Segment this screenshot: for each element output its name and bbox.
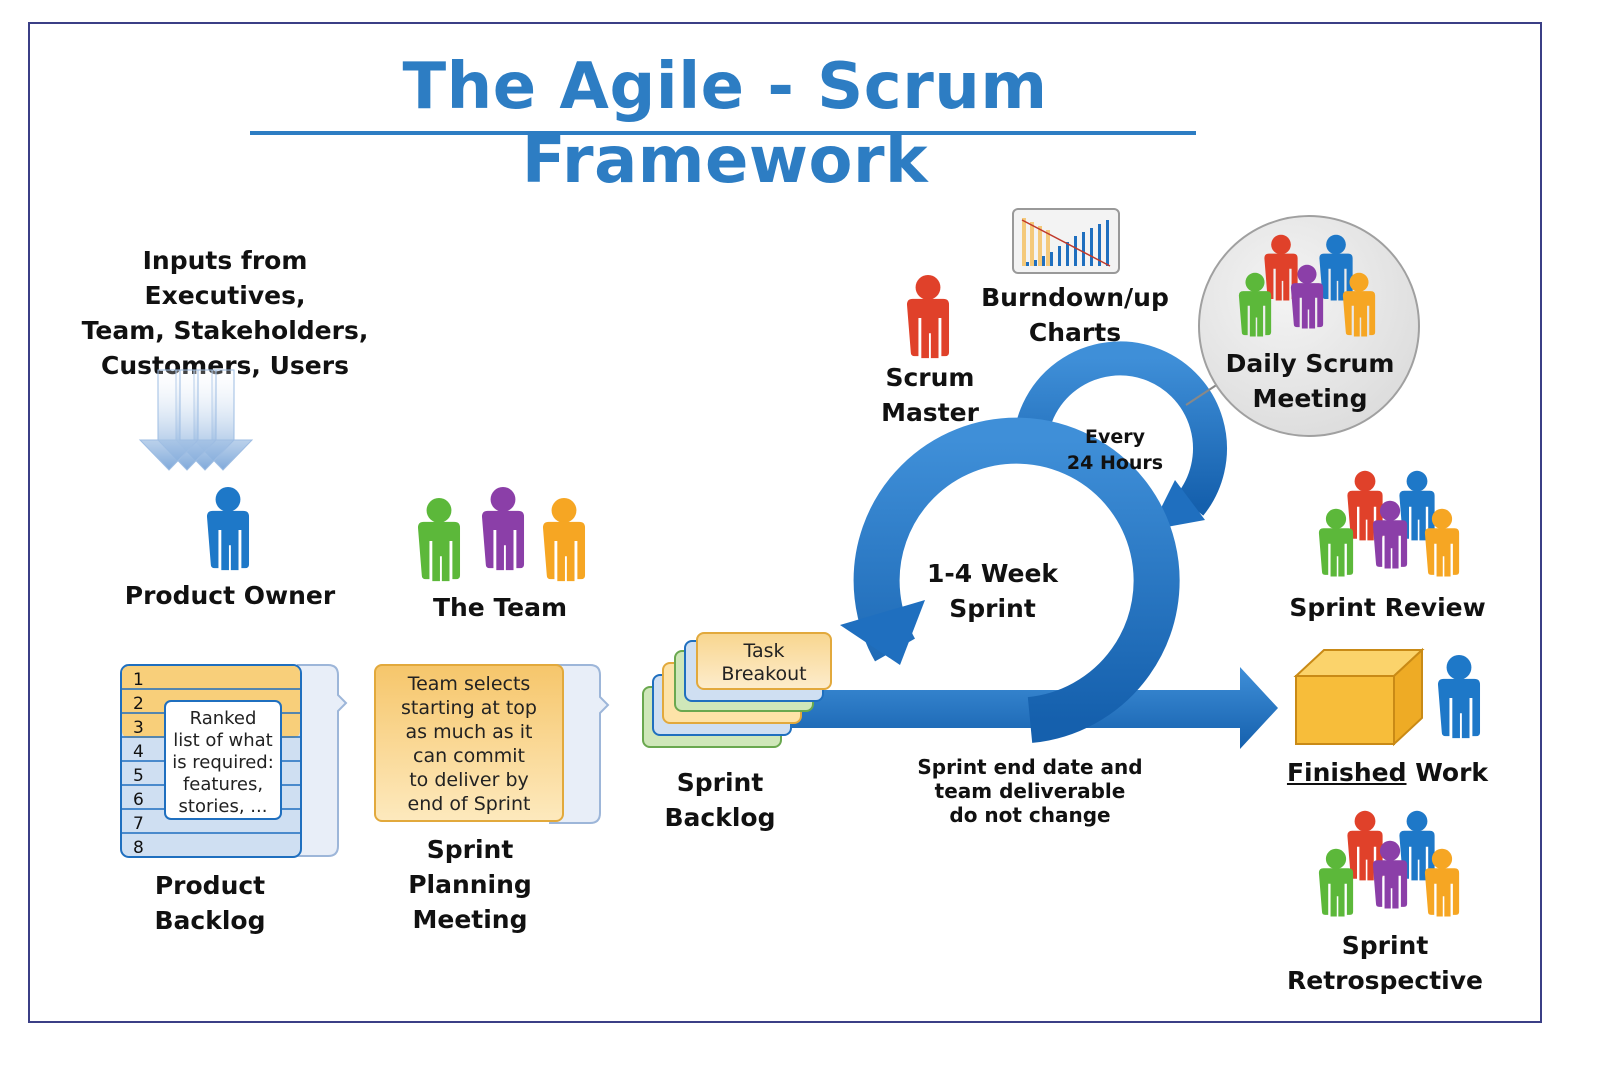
sprint-backlog-label: Sprint Backlog: [664, 768, 776, 832]
sprint-backlog-stack: Task Breakout: [640, 630, 840, 755]
scrum-master-label: Scrum Master: [881, 363, 979, 427]
finished-work-owner-icon: [1430, 654, 1488, 740]
finished-work-label: Finished Work: [1286, 758, 1489, 787]
finished-emphasis: Finished: [1286, 758, 1407, 787]
daily-member-purple-icon: [1284, 264, 1330, 330]
diagram-frame: [28, 22, 1542, 1023]
task-breakout-card: Task Breakout: [696, 632, 832, 690]
page-title: The Agile - Scrum Framework: [402, 50, 1048, 198]
product-owner-label: Product Owner: [124, 581, 336, 610]
burndown-label: Burndown/up Charts: [981, 283, 1169, 347]
sprint-planning-label: Sprint Planning Meeting: [408, 835, 532, 934]
daily-scrum-circle: [1198, 215, 1420, 437]
daily-scrum-label: Daily Scrum Meeting: [1225, 349, 1395, 413]
review-member-orange-icon: [1418, 508, 1466, 578]
inputs-label: Inputs from Executives, Team, Stakeholde…: [81, 246, 369, 380]
daily-member-orange-icon: [1336, 272, 1382, 338]
finished-work-box-icon: [1293, 647, 1425, 747]
planning-bracket: [549, 664, 610, 824]
sprint-constraint-note: Sprint end date and team deliverable do …: [917, 755, 1143, 827]
review-member-purple-icon: [1366, 500, 1414, 570]
review-member-green-icon: [1312, 508, 1360, 578]
retro-member-purple-icon: [1366, 840, 1414, 910]
sprint-planning-card: Team selects starting at top as much as …: [374, 664, 564, 822]
scrum-master-icon: [898, 274, 958, 360]
product-backlog-label: Product Backlog: [154, 871, 266, 935]
retro-member-orange-icon: [1418, 848, 1466, 918]
title-underline: [250, 131, 1196, 135]
daily-cycle-label: Every 24 Hours: [1066, 426, 1164, 474]
sprint-cycle-label: 1-4 Week Sprint: [926, 559, 1059, 623]
ranked-list-card: Ranked list of what is required: feature…: [164, 700, 282, 820]
inputs-arrows-icon: [138, 369, 254, 471]
burndown-chart-icon: [1012, 208, 1120, 274]
sprint-review-label: Sprint Review: [1289, 593, 1486, 622]
daily-member-green-icon: [1232, 272, 1278, 338]
the-team-label: The Team: [432, 593, 568, 622]
sprint-retrospective-label: Sprint Retrospective: [1287, 931, 1483, 995]
retro-member-green-icon: [1312, 848, 1360, 918]
backlog-row-numbers: 1 2 3 4 5 6 7 8: [133, 670, 144, 858]
